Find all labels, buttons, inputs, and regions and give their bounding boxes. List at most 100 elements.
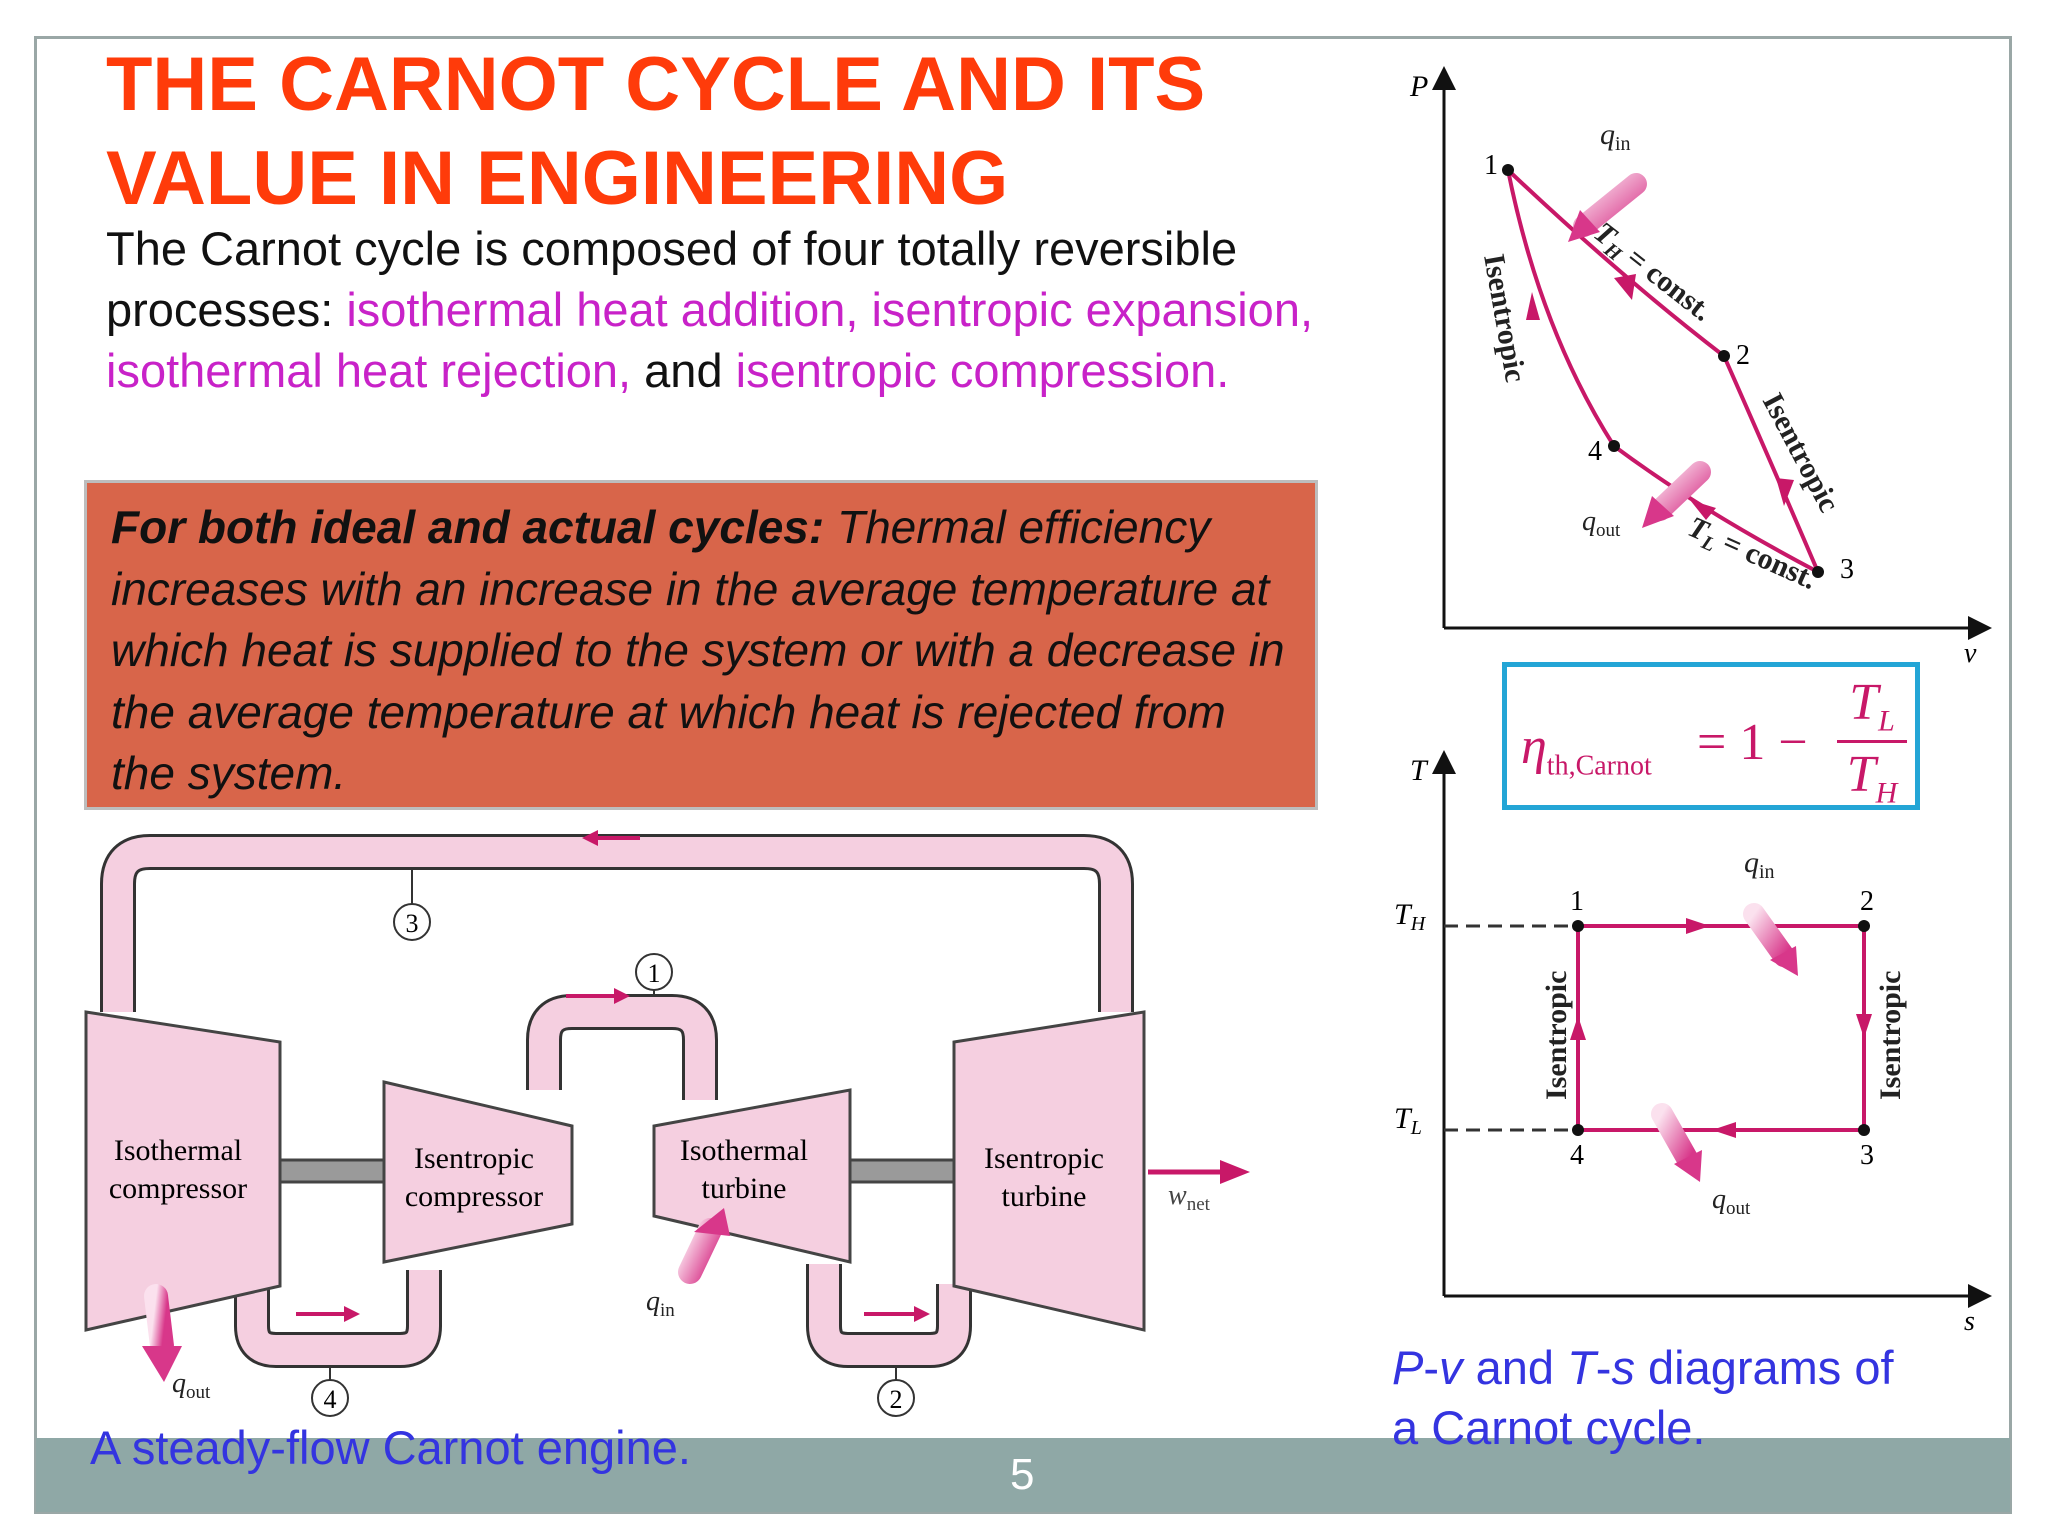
engine-qin-q: q xyxy=(646,1286,660,1317)
pv-qin-q: q xyxy=(1600,118,1615,151)
pv-tl-label: TL = const. xyxy=(1682,510,1822,599)
isothermal-turbine-label-1: Isothermal xyxy=(680,1134,808,1167)
ts-label-4: 4 xyxy=(1570,1140,1584,1171)
pv-qout-arrow xyxy=(1649,461,1711,521)
pv-label-2: 2 xyxy=(1736,340,1750,371)
pv-point-2 xyxy=(1718,350,1730,362)
ts-qin-sub: in xyxy=(1759,861,1775,883)
pv-th-label: TH = const. xyxy=(1585,216,1718,331)
ts-arrow-2-3 xyxy=(1856,1014,1872,1038)
ts-tl-t: T xyxy=(1394,1102,1413,1135)
ts-label-1: 1 xyxy=(1570,886,1584,917)
fraction-numerator: TL xyxy=(1837,673,1907,738)
pv-diagram: P v 1 2 3 4 qin qout TH = const. TL = co… xyxy=(1409,66,1992,669)
isothermal-compressor-label-2: compressor xyxy=(109,1172,247,1205)
intro-and: and xyxy=(631,344,736,397)
pv-qout-q: q xyxy=(1582,506,1596,537)
num-sub: L xyxy=(1878,704,1895,738)
wnet-arrowhead xyxy=(1220,1160,1250,1184)
diagram-caption: P-v and T-s diagrams of a Carnot cycle. xyxy=(1392,1338,1894,1458)
isentropic-turbine xyxy=(952,1010,1146,1332)
pv-qout-label: qout xyxy=(1582,506,1621,541)
den-sub: H xyxy=(1875,776,1898,810)
ts-arrow-1-2 xyxy=(1686,918,1710,934)
pv-arrow-3-4 xyxy=(1690,500,1716,520)
engine-qin-arrow xyxy=(678,1218,722,1284)
caption-s: s xyxy=(1611,1341,1635,1394)
pv-th-line xyxy=(1506,168,1726,358)
isothermal-turbine-label-2: turbine xyxy=(702,1172,787,1205)
pv-left-isentropic-label: Isentropic xyxy=(1477,251,1532,384)
footer-bar xyxy=(36,1438,2010,1512)
ts-point-2 xyxy=(1858,920,1870,932)
top-pipe-outline xyxy=(100,834,1134,1012)
caption-p: P xyxy=(1392,1341,1424,1394)
state-1-marker: 1 xyxy=(635,953,673,996)
pv-arrow-2-3 xyxy=(1776,478,1794,506)
pv-point-4 xyxy=(1608,440,1620,452)
num-symbol: T xyxy=(1849,674,1879,731)
isentropic-compressor xyxy=(382,1080,574,1264)
ts-right-isentropic-label: Isentropic xyxy=(1874,971,1907,1100)
eta-symbol: η xyxy=(1521,718,1547,775)
ts-label-3: 3 xyxy=(1860,1140,1874,1171)
bottom-right-pipe xyxy=(809,1264,969,1365)
eta-subscript: th,Carnot xyxy=(1546,750,1652,782)
intro-text: The Carnot cycle is composed of four tot… xyxy=(106,222,1238,336)
title-line-2: VALUE IN ENGINEERING xyxy=(106,136,1009,221)
pv-arrow-4-1 xyxy=(1526,292,1540,320)
engine-qout-q: q xyxy=(172,1368,186,1399)
ts-point-1 xyxy=(1572,920,1584,932)
state-4-label: 4 xyxy=(324,1385,337,1414)
formula-fraction: TL TH xyxy=(1837,673,1907,811)
pv-right-isentropic-label: Isentropic xyxy=(1756,388,1846,518)
ts-qin-arrowhead xyxy=(1770,946,1798,976)
fraction-bar xyxy=(1837,740,1907,744)
intro-paragraph: The Carnot cycle is composed of four tot… xyxy=(106,218,1346,401)
callout-text: Thermal efficiency increases with an inc… xyxy=(111,501,1285,799)
ts-point-4 xyxy=(1572,1124,1584,1136)
pv-label-1: 1 xyxy=(1484,150,1498,181)
engine-qout-arrow xyxy=(144,1284,174,1358)
ts-th-label: TH xyxy=(1394,898,1427,935)
state-3-marker: 3 xyxy=(393,870,431,941)
ts-th-t: T xyxy=(1394,898,1413,931)
flow-arrow-top xyxy=(582,830,640,846)
bottom-left-pipe xyxy=(237,1270,439,1365)
state-4-marker: 4 xyxy=(311,1368,349,1417)
caption-rest: diagrams of xyxy=(1634,1341,1894,1394)
pv-point-1 xyxy=(1502,164,1514,176)
flow-arrow-bottom-left xyxy=(296,1306,360,1322)
pv-qin-label: qin xyxy=(1600,118,1631,155)
ts-qin-label: qin xyxy=(1744,846,1775,883)
ts-label-2: 2 xyxy=(1860,886,1874,917)
formula-equals: = 1 − xyxy=(1697,714,1808,771)
ts-left-isentropic-label: Isentropic xyxy=(1540,971,1573,1100)
ts-cycle-rect xyxy=(1576,924,1866,1132)
pv-arrow-1-2 xyxy=(1614,274,1636,300)
efficiency-formula: ηth,Carnot = 1 − TL TH xyxy=(1502,662,1920,810)
state-2-label: 2 xyxy=(890,1385,903,1414)
isothermal-turbine xyxy=(652,1088,852,1264)
engine-qin-sub: in xyxy=(660,1300,675,1321)
formula-eta: ηth,Carnot xyxy=(1521,717,1652,782)
engine-caption: A steady-flow Carnot engine. xyxy=(90,1421,691,1474)
pv-right-isentropic xyxy=(1722,355,1820,573)
isothermal-compressor xyxy=(84,1010,282,1332)
den-symbol: T xyxy=(1846,746,1876,804)
intro-last-process: isentropic compression. xyxy=(735,344,1230,397)
ts-qin-arrow xyxy=(1743,903,1795,967)
callout-box: For both ideal and actual cycles: Therma… xyxy=(84,480,1318,810)
pv-qout-sub: out xyxy=(1596,520,1621,541)
pv-qout-arrowhead xyxy=(1642,496,1674,528)
center-pipe xyxy=(529,997,715,1100)
ts-qin-q: q xyxy=(1744,846,1759,879)
callout-heading: For both ideal and actual cycles: xyxy=(111,501,825,553)
wnet-label: wnet xyxy=(1168,1180,1211,1215)
pv-tl-rest: = const. xyxy=(1711,523,1822,596)
pv-y-label: P xyxy=(1409,70,1428,103)
ts-qout-label: qout xyxy=(1712,1184,1751,1219)
ts-y-label: T xyxy=(1410,754,1429,787)
shaft-2 xyxy=(848,1158,956,1184)
ts-qout-q: q xyxy=(1712,1184,1726,1215)
